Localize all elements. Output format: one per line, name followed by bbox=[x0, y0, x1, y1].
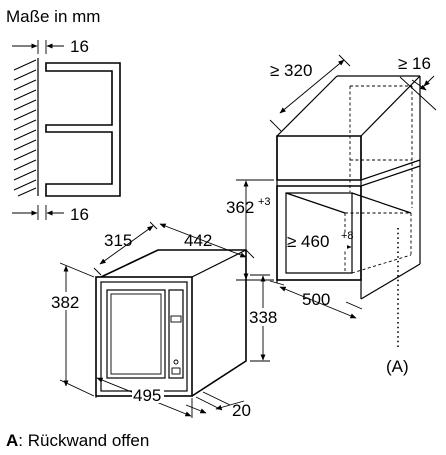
device-body-height-label: 338 bbox=[249, 308, 277, 327]
cabinet-depth-label: ≥ 320 bbox=[270, 61, 312, 80]
microwave-device: 315 442 382 338 495 20 bbox=[50, 221, 282, 420]
cabinet-profile bbox=[45, 62, 121, 197]
title: Maße in mm bbox=[6, 7, 100, 26]
legend: A: Rückwand offen bbox=[6, 431, 149, 450]
wall-hatching bbox=[13, 58, 39, 197]
device-height-label: 382 bbox=[51, 293, 79, 312]
device-depth-label: 315 bbox=[104, 231, 132, 250]
side-gap-bottom-label: 16 bbox=[70, 205, 89, 224]
device-button bbox=[173, 359, 179, 365]
cabinet-view: (A) ≥ 320 ≥ 16 362 +3 ≥ 460 +8 500 bbox=[226, 54, 437, 376]
callout-a-label: (A) bbox=[386, 357, 409, 376]
legend-key: A bbox=[6, 431, 18, 450]
device-width-label: 442 bbox=[184, 231, 212, 250]
cabinet-front bbox=[276, 135, 362, 281]
device-front-depth-label: 20 bbox=[232, 401, 251, 420]
device-front-width-label: 495 bbox=[133, 386, 161, 405]
niche-width-label: ≥ 460 bbox=[287, 232, 329, 251]
device-door bbox=[106, 289, 166, 379]
side-view: 16 16 bbox=[12, 37, 121, 224]
side-gap-top-label: 16 bbox=[70, 37, 89, 56]
legend-text: : Rückwand offen bbox=[18, 431, 149, 450]
niche-height-label: 362 bbox=[226, 198, 254, 217]
device-display bbox=[170, 315, 182, 323]
niche-width-tolerance: +8 bbox=[341, 230, 354, 242]
niche-height-tolerance: +3 bbox=[258, 196, 271, 208]
cabinet-gap-label: ≥ 16 bbox=[398, 54, 431, 73]
device-control-panel bbox=[168, 289, 184, 379]
niche-depth-label: 500 bbox=[302, 290, 330, 309]
